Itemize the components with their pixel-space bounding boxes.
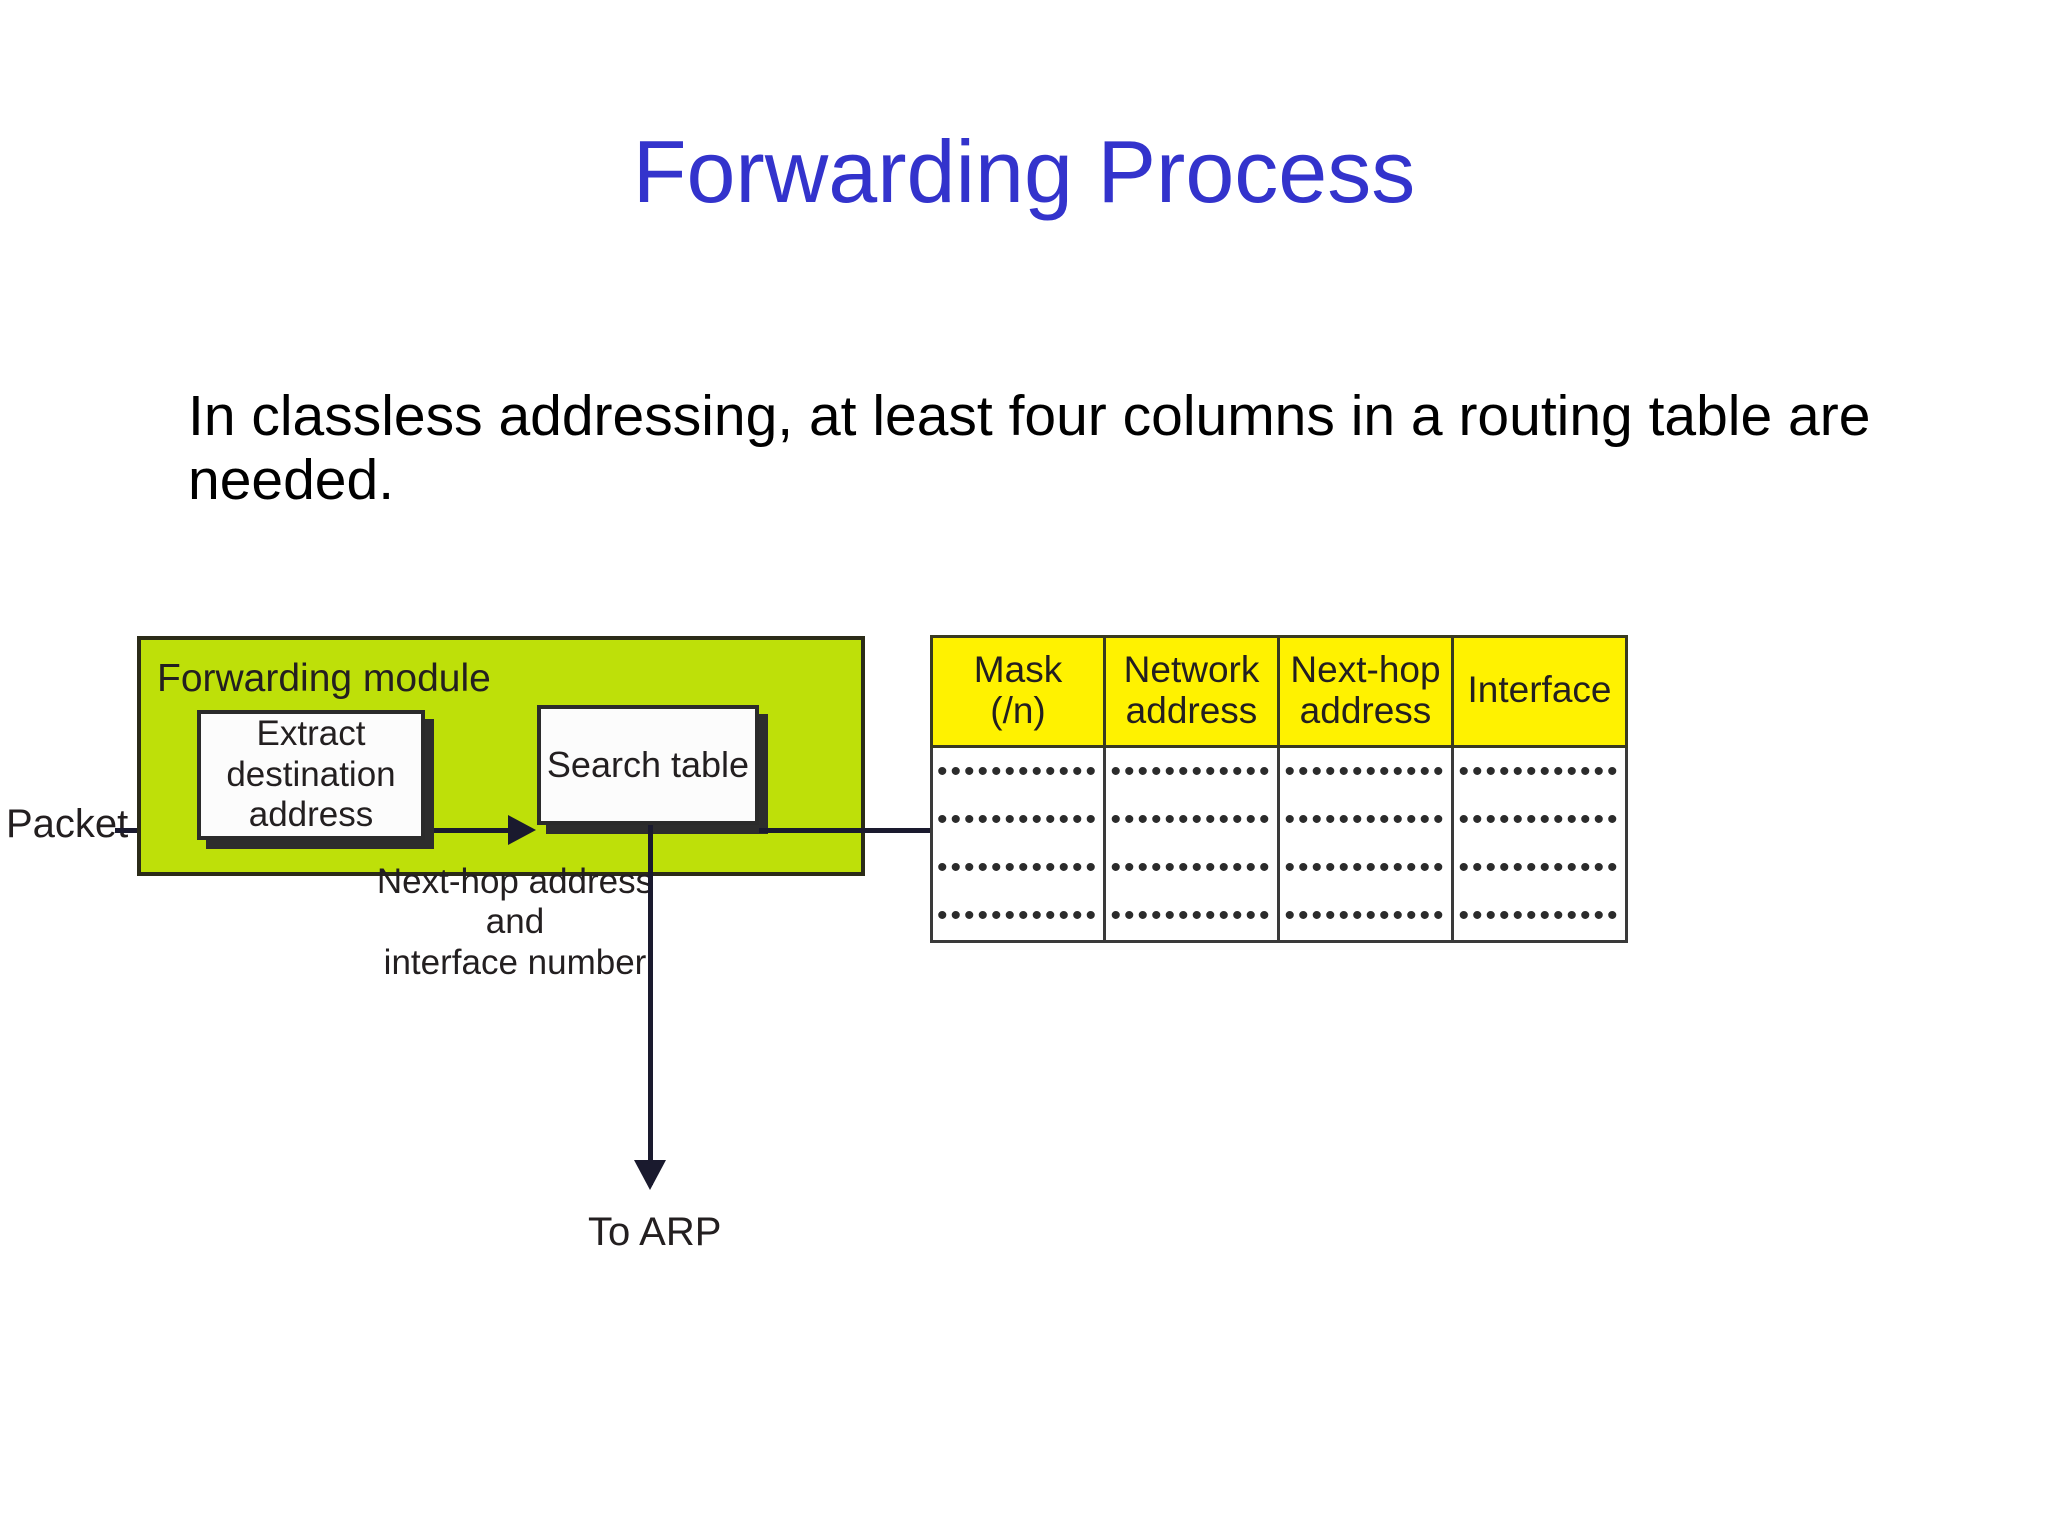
placeholder-dots: ••••••••••••: [936, 803, 1100, 837]
cell-interface: ••••••••••••: [1451, 796, 1628, 845]
cell-network: ••••••••••••: [1103, 892, 1280, 944]
cell-mask: ••••••••••••: [930, 844, 1106, 893]
to-arp-arrow-head-icon: [634, 1160, 666, 1190]
placeholder-dots: ••••••••••••: [1458, 851, 1621, 885]
placeholder-dots: ••••••••••••: [936, 851, 1100, 885]
table-row: •••••••••••• •••••••••••• •••••••••••• •…: [930, 844, 1628, 893]
column-header-interface: Interface: [1451, 634, 1628, 749]
cell-mask: ••••••••••••: [930, 796, 1106, 845]
table-row: •••••••••••• •••••••••••• •••••••••••• •…: [930, 796, 1628, 845]
cell-mask: ••••••••••••: [930, 892, 1106, 944]
placeholder-dots: ••••••••••••: [936, 899, 1100, 933]
column-header-nexthop-line2: address: [1299, 689, 1432, 731]
column-header-network-line1: Network: [1123, 649, 1260, 690]
search-table-box[interactable]: Search table: [537, 705, 759, 825]
cell-network: ••••••••••••: [1103, 745, 1280, 797]
page-title: Forwarding Process: [632, 122, 1416, 221]
forwarding-module-label: Forwarding module: [157, 657, 491, 700]
to-arp-label: To ARP: [588, 1210, 722, 1254]
cell-nexthop: ••••••••••••: [1277, 892, 1454, 944]
table-row: •••••••••••• •••••••••••• •••••••••••• •…: [930, 892, 1628, 944]
cell-interface: ••••••••••••: [1451, 844, 1628, 893]
extract-to-search-arrow-line: [434, 828, 512, 833]
cell-mask: ••••••••••••: [930, 745, 1106, 797]
cell-network: ••••••••••••: [1103, 844, 1280, 893]
placeholder-dots: ••••••••••••: [1458, 899, 1621, 933]
packet-label: Packet: [6, 802, 129, 846]
search-to-routing-table-line: [759, 828, 934, 833]
placeholder-dots: ••••••••••••: [936, 755, 1100, 789]
placeholder-dots: ••••••••••••: [1284, 851, 1447, 885]
cell-interface: ••••••••••••: [1451, 745, 1628, 797]
placeholder-dots: ••••••••••••: [1284, 755, 1447, 789]
next-hop-and-interface-caption: Next-hop address and interface number: [330, 862, 700, 983]
placeholder-dots: ••••••••••••: [1110, 851, 1273, 885]
caption-line-1: Next-hop address: [376, 862, 654, 901]
caption-line-2: and: [485, 902, 545, 942]
placeholder-dots: ••••••••••••: [1110, 755, 1273, 789]
column-header-nexthop-line1: Next-hop: [1290, 649, 1441, 690]
to-arp-arrow-line: [648, 825, 653, 1185]
cell-nexthop: ••••••••••••: [1277, 796, 1454, 845]
extract-destination-address-label: Extract destination address: [226, 714, 396, 835]
column-header-interface-line1: Interface: [1467, 669, 1612, 711]
table-row: •••••••••••• •••••••••••• •••••••••••• •…: [930, 745, 1628, 797]
placeholder-dots: ••••••••••••: [1458, 755, 1621, 789]
column-header-next-hop-address: Next-hop address: [1277, 634, 1454, 749]
extract-destination-address-box[interactable]: Extract destination address: [197, 710, 425, 840]
column-header-mask-line2: (/n): [990, 689, 1046, 731]
column-header-mask-line1: Mask: [973, 649, 1063, 690]
placeholder-dots: ••••••••••••: [1110, 899, 1273, 933]
placeholder-dots: ••••••••••••: [1284, 803, 1447, 837]
routing-table-header-row: Mask (/n) Network address Next-hop addre…: [930, 634, 1628, 749]
caption-line-3: interface number: [383, 942, 647, 982]
cell-nexthop: ••••••••••••: [1277, 745, 1454, 797]
cell-interface: ••••••••••••: [1451, 892, 1628, 944]
search-table-label: Search table: [546, 744, 750, 786]
cell-nexthop: ••••••••••••: [1277, 844, 1454, 893]
routing-table: Mask (/n) Network address Next-hop addre…: [930, 634, 1628, 944]
column-header-network-line2: address: [1125, 689, 1258, 731]
placeholder-dots: ••••••••••••: [1458, 803, 1621, 837]
cell-network: ••••••••••••: [1103, 796, 1280, 845]
placeholder-dots: ••••••••••••: [1110, 803, 1273, 837]
placeholder-dots: ••••••••••••: [1284, 899, 1447, 933]
column-header-mask: Mask (/n): [930, 634, 1106, 749]
routing-table-body: •••••••••••• •••••••••••• •••••••••••• •…: [930, 745, 1628, 944]
slide-body-text: In classless addressing, at least four c…: [188, 384, 1871, 512]
column-header-network-address: Network address: [1103, 634, 1280, 749]
extract-to-search-arrow-head-icon: [508, 815, 536, 845]
